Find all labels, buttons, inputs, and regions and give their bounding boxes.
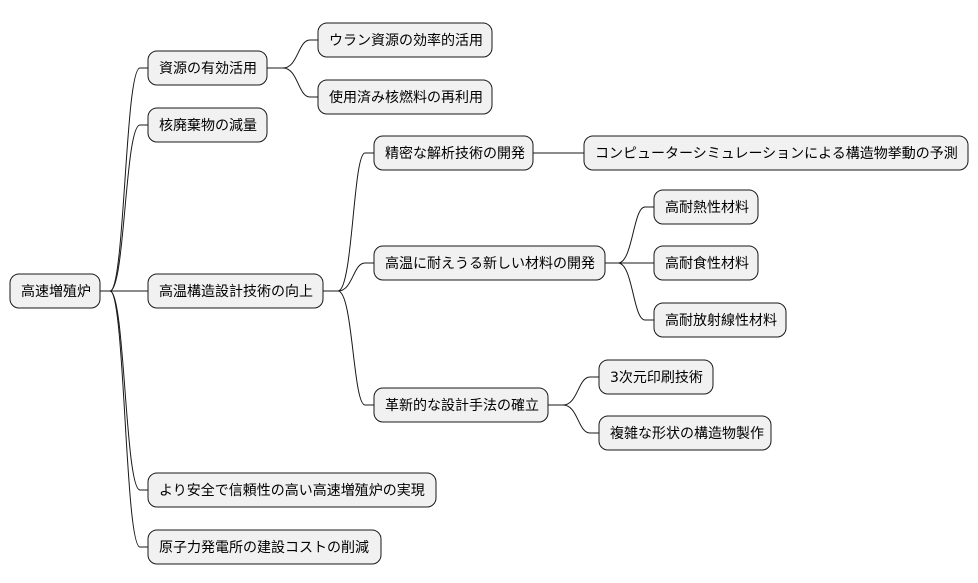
node-radiation-resistant-label: 高耐放射線性材料	[665, 312, 777, 329]
node-simulation: コンピューターシミュレーションによる構造物挙動の予測	[583, 135, 969, 171]
node-safety-label: より安全で信頼性の高い高速増殖炉の実現	[159, 482, 425, 499]
node-design-label: 革新的な設計手法の確立	[385, 398, 539, 414]
node-3d-printing: 3次元印刷技術	[598, 359, 714, 395]
node-hightemp-label: 高温構造設計技術の向上	[159, 283, 313, 300]
link-resources-spentfuel	[267, 67, 318, 98]
node-waste: 核廃棄物の減量	[147, 107, 268, 143]
node-materials-label: 高温に耐えうる新しい材料の開発	[385, 255, 595, 272]
link-materials-radiation	[605, 262, 654, 321]
node-heat-resistant-label: 高耐熱性材料	[665, 199, 749, 216]
node-hightemp: 高温構造設計技術の向上	[147, 273, 324, 309]
node-cost: 原子力発電所の建設コストの削減	[147, 529, 382, 565]
node-radiation-resistant: 高耐放射線性材料	[653, 302, 787, 338]
node-uranium-label: ウラン資源の効率的活用	[329, 32, 483, 49]
link-resources-uranium	[267, 39, 318, 69]
node-materials: 高温に耐えうる新しい材料の開発	[373, 245, 606, 281]
mindmap-nodes: 高速増殖炉 資源の有効活用 ウラン資源の効率的活用 使用済み核燃料の再利用 核廃…	[9, 22, 969, 565]
node-heat-resistant: 高耐熱性材料	[653, 189, 759, 225]
node-simulation-label: コンピューターシミュレーションによる構造物挙動の予測	[595, 146, 958, 162]
link-materials-heat	[605, 206, 654, 264]
node-analysis-label: 精密な解析技術の開発	[385, 145, 525, 162]
node-analysis: 精密な解析技術の開発	[373, 135, 534, 171]
node-3d-printing-label: 3次元印刷技術	[610, 370, 703, 386]
node-spentfuel: 使用済み核燃料の再利用	[317, 79, 493, 115]
node-corrosion-resistant: 高耐食性材料	[653, 245, 759, 281]
link-root-safety	[100, 290, 148, 491]
link-hightemp-design	[323, 290, 374, 406]
link-root-resources	[100, 67, 148, 292]
mindmap-connectors	[100, 39, 654, 548]
link-design-complex	[548, 404, 599, 434]
link-root-cost	[100, 290, 148, 548]
root-node-label: 高速増殖炉	[21, 283, 91, 300]
node-waste-label: 核廃棄物の減量	[159, 117, 257, 134]
node-safety: より安全で信頼性の高い高速増殖炉の実現	[147, 472, 437, 508]
link-design-3dprint	[548, 376, 599, 406]
root-node: 高速増殖炉	[9, 273, 101, 309]
node-complex-shapes-label: 複雑な形状の構造物製作	[610, 425, 764, 442]
node-resources: 資源の有効活用	[147, 50, 268, 86]
node-resources-label: 資源の有効活用	[159, 61, 257, 77]
node-design: 革新的な設計手法の確立	[373, 387, 549, 423]
node-corrosion-resistant-label: 高耐食性材料	[665, 255, 749, 272]
node-complex-shapes: 複雑な形状の構造物製作	[598, 415, 772, 451]
link-hightemp-analysis	[323, 152, 374, 292]
link-hightemp-materials	[323, 262, 374, 292]
node-cost-label: 原子力発電所の建設コストの削減	[159, 539, 369, 556]
node-spentfuel-label: 使用済み核燃料の再利用	[329, 89, 483, 106]
link-root-waste	[100, 124, 148, 292]
node-uranium: ウラン資源の効率的活用	[317, 22, 493, 58]
